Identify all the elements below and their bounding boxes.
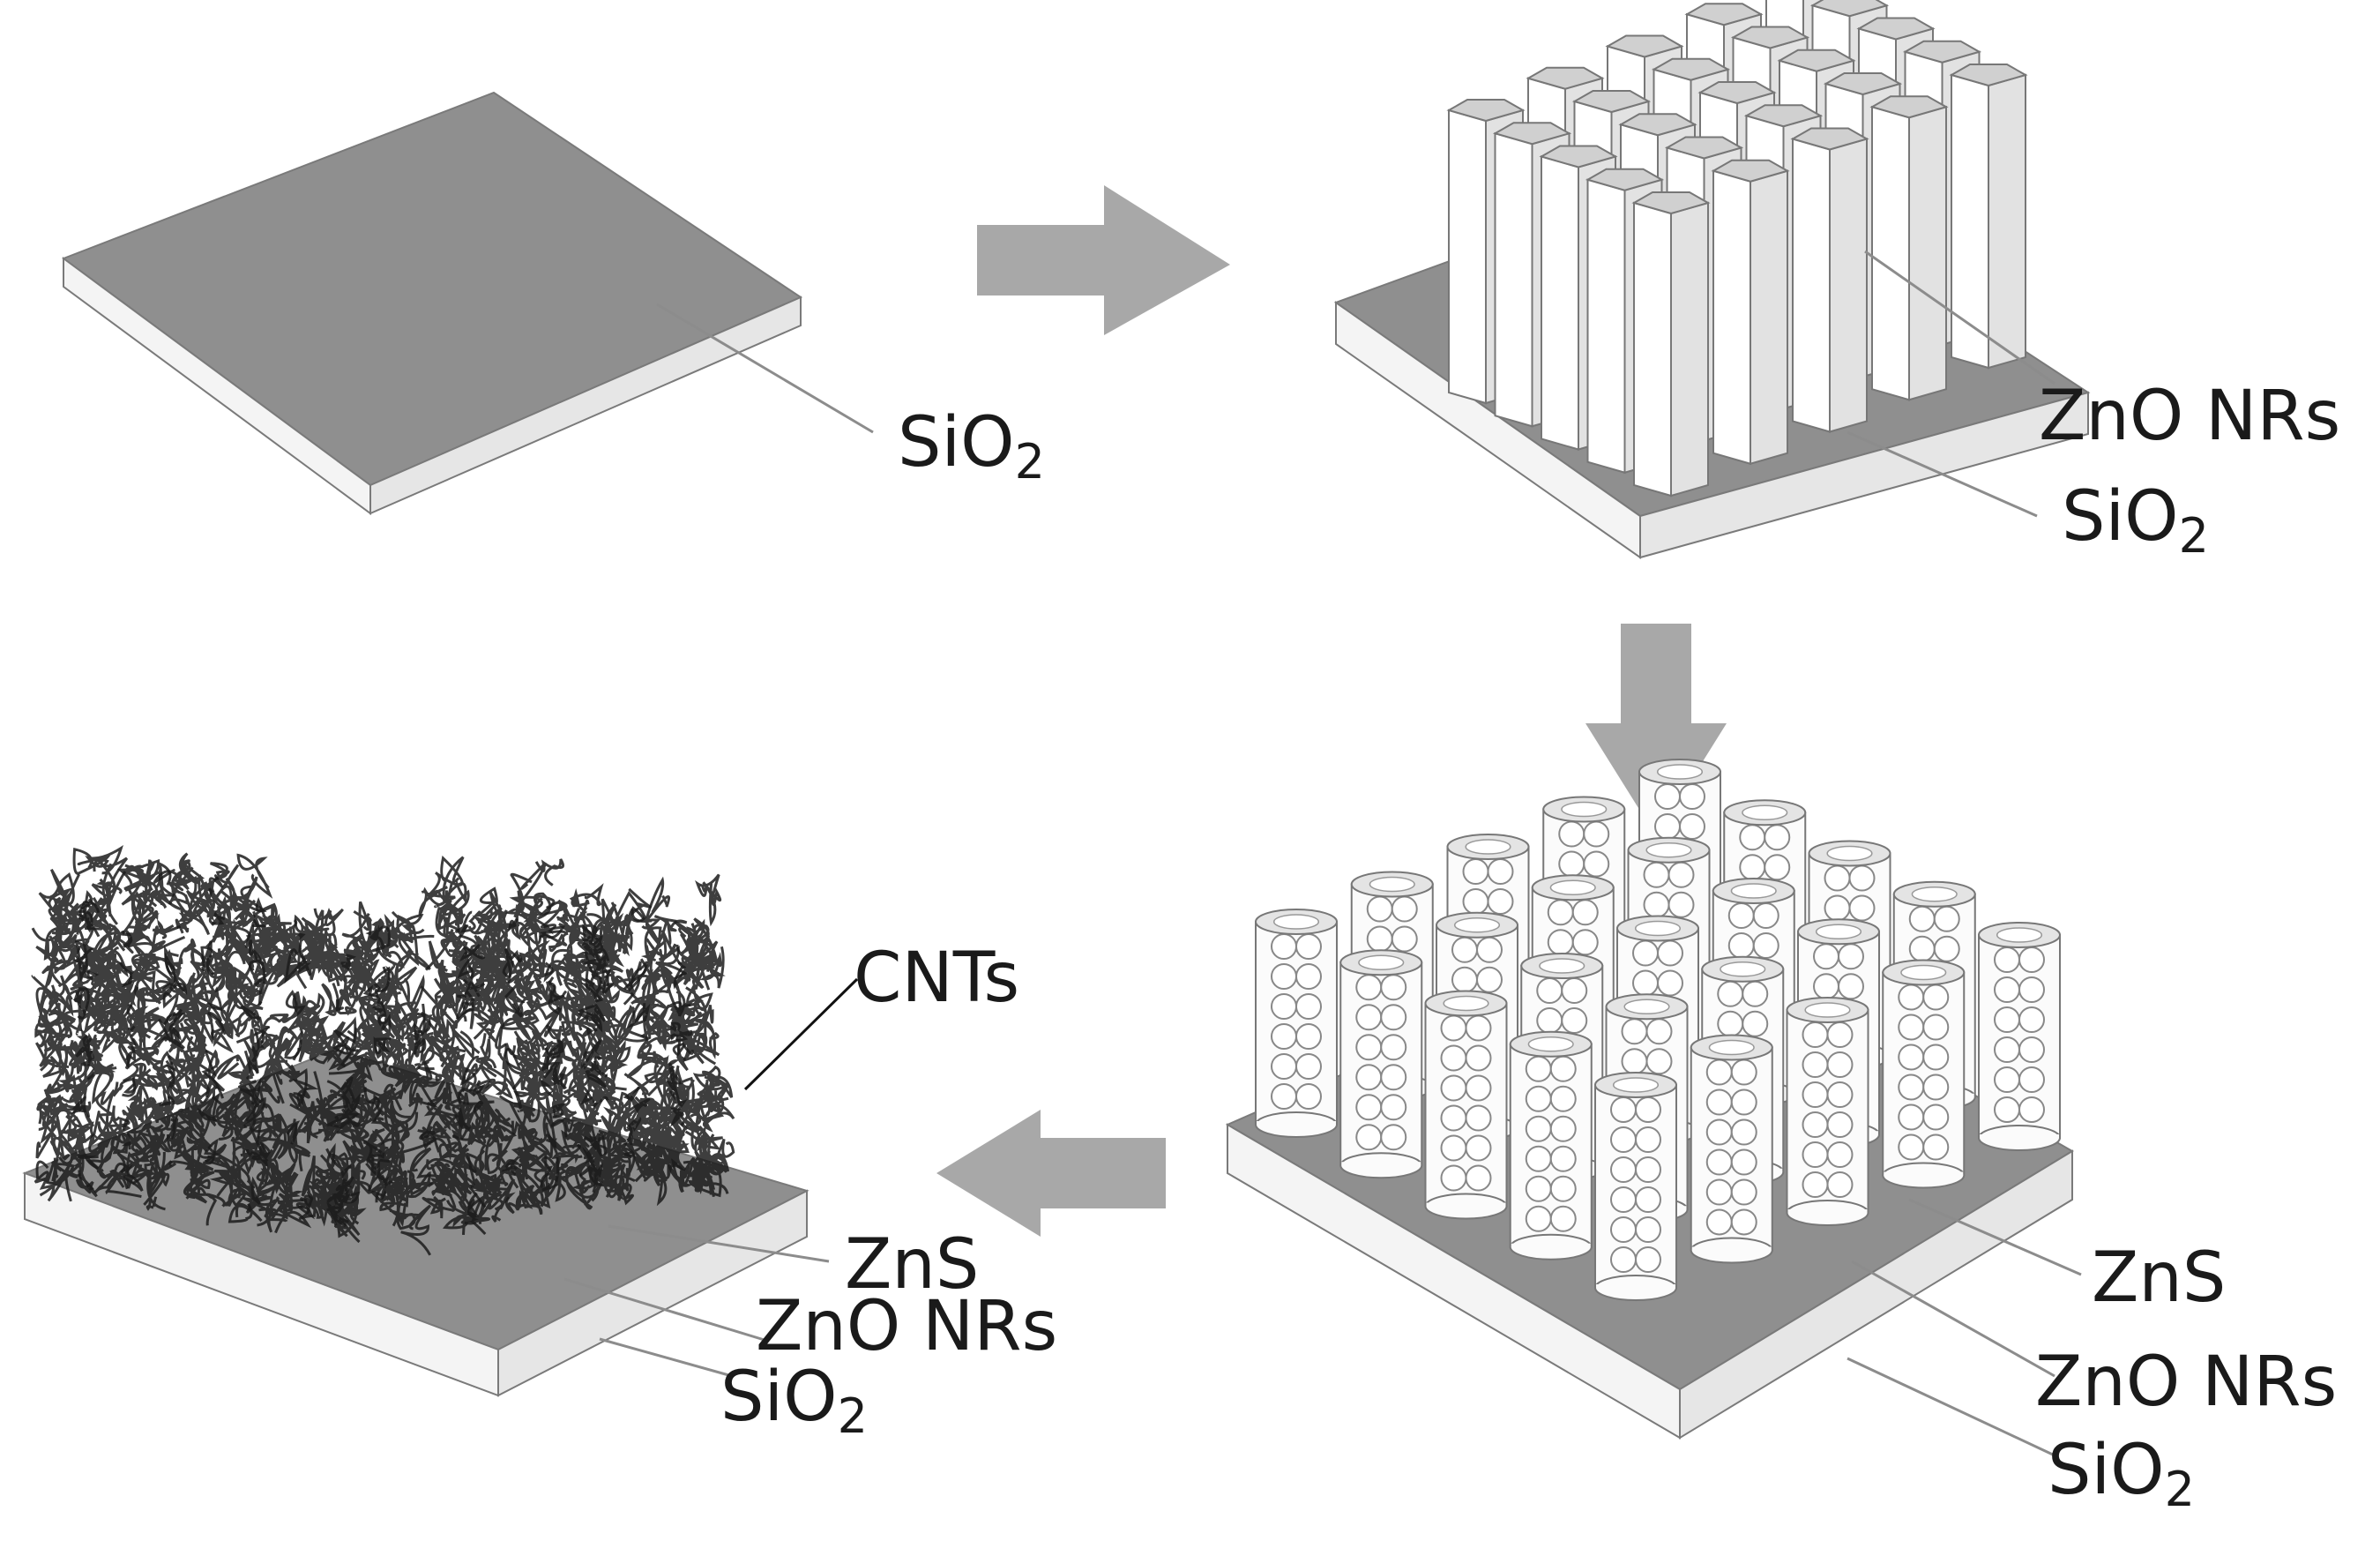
- label-sio2: SiO2: [720, 1358, 868, 1444]
- zns-coated-nanorod: [1339, 949, 1423, 1179]
- zns-coated-nanorod: [1786, 997, 1869, 1226]
- leader-line-zns: [1908, 1198, 2082, 1276]
- label-sio2: SiO2: [2062, 477, 2209, 564]
- zno-nanorod: [1949, 64, 2028, 370]
- substrate-right-face: [369, 295, 802, 515]
- leader-line-sio2: [1847, 1357, 2055, 1457]
- cnt-bundle: [362, 910, 442, 1256]
- zns-coated-nanorod: [1690, 1034, 1773, 1264]
- panel-step4-cnt-grown: CNTs ZnS ZnO NRs SiO2: [22, 845, 1057, 1444]
- zns-coated-nanorod: [1594, 1072, 1677, 1301]
- panel-step1-substrate: SiO2: [61, 91, 1045, 515]
- zns-coated-nanorod: [1424, 990, 1508, 1220]
- leader-line-sio2: [599, 1337, 733, 1378]
- leader-line-zno: [1851, 1260, 2055, 1378]
- substrate-top-face: [61, 91, 803, 487]
- panel-step2-zno-nanorods: ZnO NRs SiO2: [1333, 0, 2340, 564]
- leader-line-zno: [1864, 250, 2055, 385]
- label-zno-nrs: ZnO NRs: [2039, 377, 2340, 456]
- arrow-step1-to-step2: [977, 185, 1230, 335]
- substrate-right-face: [497, 1189, 808, 1397]
- zns-coated-nanorod: [1978, 922, 2061, 1151]
- zns-coated-nanorod: [1255, 909, 1338, 1138]
- label-sio2: SiO2: [2048, 1431, 2195, 1517]
- label-zno-nrs: ZnO NRs: [756, 1287, 1057, 1366]
- leader-line-sio2: [656, 303, 874, 434]
- zns-coated-nanorod: [1882, 959, 1966, 1189]
- label-sio2: SiO2: [898, 403, 1045, 490]
- cnt-bundle: [451, 886, 526, 1225]
- substrate-step1: [61, 91, 803, 515]
- cnt-bundle: [622, 876, 694, 1207]
- substrate-right-face: [1679, 1149, 2073, 1440]
- cnt-bundle: [71, 845, 144, 1198]
- arrow-step3-to-step4: [936, 1110, 1166, 1237]
- label-zns: ZnS: [2092, 1238, 2226, 1318]
- label-zno-nrs: ZnO NRs: [2035, 1343, 2337, 1422]
- zno-nanorod: [1631, 191, 1711, 497]
- cnt-bundle: [576, 887, 653, 1206]
- zno-nanorod-array: [1446, 0, 2028, 497]
- leader-line-zno: [563, 1277, 768, 1343]
- panel-step3-zns-coated: ZnS ZnO NRs SiO2: [1225, 759, 2337, 1517]
- zns-coated-nanorod: [1509, 1030, 1593, 1260]
- leader-line-sio2: [1847, 430, 2038, 518]
- substrate-top-face: [22, 1048, 809, 1351]
- cnt-bundle: [325, 901, 396, 1244]
- leader-line-zns: [608, 1224, 830, 1263]
- cnt-bundle: [31, 868, 101, 1202]
- arrow-step2-to-step3: [1585, 624, 1727, 836]
- cnt-forest: [31, 845, 735, 1256]
- leader-line-cnts: [743, 977, 859, 1091]
- cnt-bundle: [413, 855, 491, 1236]
- zns-coated-nanorod-array: [1255, 759, 2061, 1301]
- substrate-right-face: [1639, 391, 2089, 559]
- zno-nanorod: [1869, 95, 1949, 401]
- label-zns: ZnS: [845, 1225, 979, 1305]
- cnt-bundle: [666, 873, 735, 1198]
- zno-nanorod: [1711, 159, 1790, 466]
- zno-nanorod: [1790, 127, 1869, 433]
- label-cnts: CNTs: [854, 939, 1019, 1018]
